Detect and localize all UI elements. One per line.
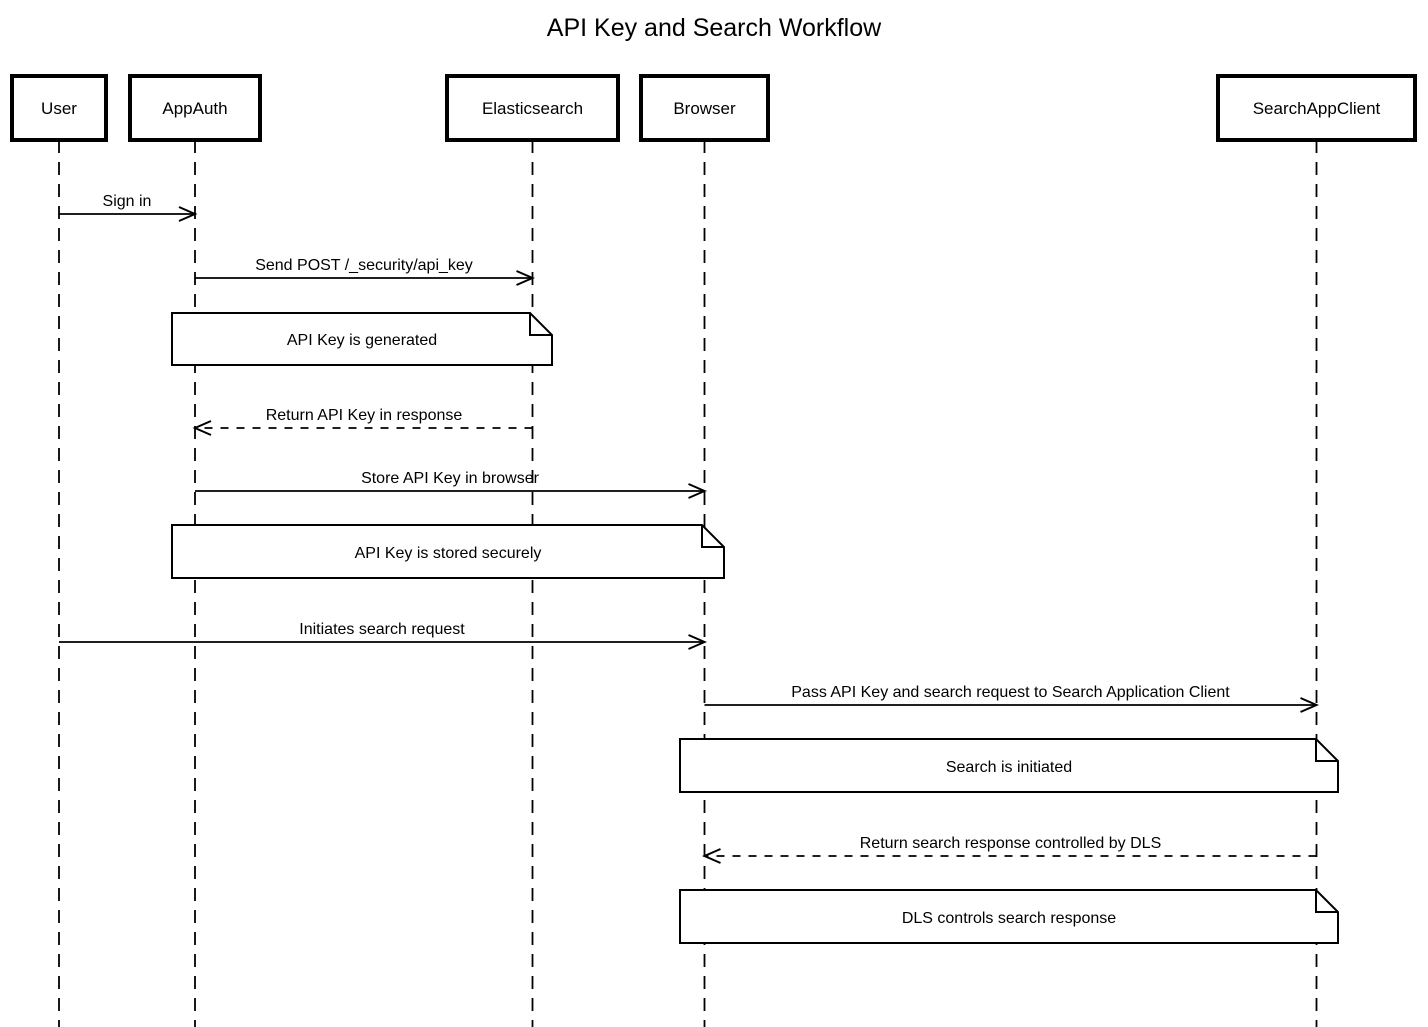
arrowhead-left-icon [702,848,721,864]
note-box-api-key-generated [171,312,553,366]
arrowhead-right-icon [516,270,535,286]
note-box-dls-controls [679,889,1339,944]
note-fold-icon [701,525,724,548]
participant-box-elasticsearch [445,74,620,142]
message-label-sign-in: Sign in [103,193,152,210]
note-box-search-initiated [679,738,1339,793]
note-fold-icon [1315,739,1338,762]
participant-box-user [10,74,108,142]
participant-label-elasticsearch: Elasticsearch [482,99,583,118]
participant-label-user: User [41,99,77,118]
note-label-api-key-generated: API Key is generated [287,332,437,349]
message-label-return-api-key: Return API Key in response [266,407,463,424]
message-label-store-api-key: Store API Key in browser [361,470,540,487]
message-label-send-post: Send POST /_security/api_key [255,257,473,274]
note-label-search-initiated: Search is initiated [946,759,1072,776]
message-label-pass-api-key: Pass API Key and search request to Searc… [791,684,1230,701]
participant-box-appauth [128,74,262,142]
participant-box-browser [639,74,770,142]
note-fold-icon [1315,890,1338,913]
arrowhead-right-icon [688,483,707,499]
message-label-return-search-response: Return search response controlled by DLS [860,835,1162,852]
note-fold-icon [529,313,552,336]
arrowhead-left-icon [192,420,212,436]
diagram-title: API Key and Search Workflow [547,14,882,42]
participant-label-searchappclient: SearchAppClient [1253,99,1381,118]
arrowhead-right-icon [178,206,198,222]
note-label-api-key-stored: API Key is stored securely [355,545,542,562]
participant-label-appauth: AppAuth [162,99,227,118]
message-label-initiates-search: Initiates search request [299,621,465,638]
participant-label-browser: Browser [673,99,736,118]
participant-box-searchappclient [1216,74,1417,142]
arrowhead-right-icon [1300,697,1319,713]
note-label-dls-controls: DLS controls search response [902,910,1116,927]
arrowhead-right-icon [688,634,707,650]
note-box-api-key-stored [171,524,725,579]
